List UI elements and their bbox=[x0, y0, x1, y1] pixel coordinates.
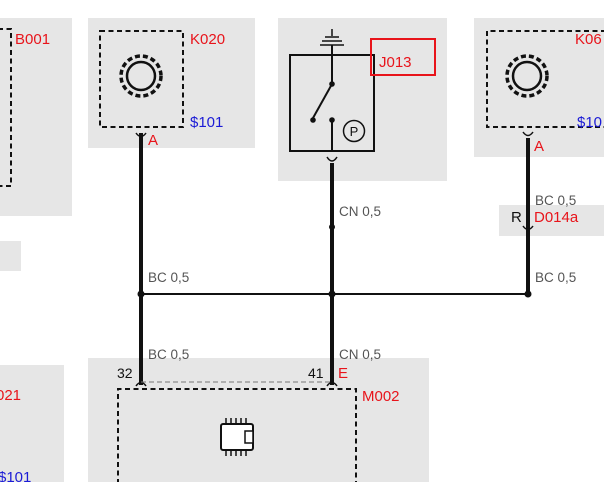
panel-k020 bbox=[88, 18, 255, 148]
wire-label-k06: BC 0,5 bbox=[535, 193, 576, 208]
chip-icon bbox=[220, 418, 254, 456]
connector-cup bbox=[326, 381, 338, 387]
panel-021 bbox=[0, 365, 64, 482]
k06-pin-label: A bbox=[534, 138, 544, 155]
left-cut-supply-label: $101 bbox=[0, 469, 31, 482]
m002-pin-e: E bbox=[338, 365, 348, 382]
k020-outline bbox=[99, 30, 184, 128]
wire-label-bus-left: BC 0,5 bbox=[148, 270, 189, 285]
wire-label-bus-right: BC 0,5 bbox=[535, 270, 576, 285]
splice-dot bbox=[329, 224, 335, 230]
j013-label: J013 bbox=[379, 54, 412, 71]
panel-d014a bbox=[499, 205, 604, 236]
parking-symbol-letter: P bbox=[350, 124, 359, 139]
relay-coil-icon bbox=[505, 54, 549, 98]
j013-highlight bbox=[370, 38, 436, 76]
connector-cup bbox=[135, 132, 147, 138]
k020-supply-label: $101 bbox=[190, 114, 223, 131]
connector-cup bbox=[326, 156, 338, 162]
wire-label-j013: CN 0,5 bbox=[339, 204, 381, 219]
connector-cup bbox=[522, 225, 534, 231]
left-cut-label: 021 bbox=[0, 387, 21, 404]
k020-label: K020 bbox=[190, 31, 225, 48]
d014a-pin-label: R bbox=[511, 209, 522, 226]
k06-label: K06 bbox=[575, 31, 602, 48]
panel-k06 bbox=[474, 18, 604, 157]
wire-label-m002-right: CN 0,5 bbox=[339, 347, 381, 362]
panel-j013 bbox=[278, 18, 447, 181]
relay-coil-icon bbox=[119, 54, 163, 98]
switch-contact-icon bbox=[310, 55, 335, 151]
k06-outline bbox=[486, 30, 604, 128]
k06-supply-label: $10 bbox=[577, 114, 602, 131]
panel-m002 bbox=[88, 358, 429, 482]
wire-label-m002-left: BC 0,5 bbox=[148, 347, 189, 362]
k020-pin-label: A bbox=[148, 132, 158, 149]
m002-outline bbox=[117, 388, 357, 482]
splice-dot bbox=[328, 290, 336, 298]
m002-label: M002 bbox=[362, 388, 400, 405]
splice-dot bbox=[137, 290, 145, 298]
splice-dot bbox=[524, 290, 532, 298]
panel-stub bbox=[0, 241, 21, 271]
b001-label: B001 bbox=[15, 31, 50, 48]
connector-cup bbox=[522, 131, 534, 137]
m002-pin-32: 32 bbox=[117, 365, 133, 381]
m002-pin-41: 41 bbox=[308, 365, 324, 381]
parking-symbol-icon: P bbox=[342, 119, 366, 143]
d014a-label: D014a bbox=[534, 209, 579, 226]
